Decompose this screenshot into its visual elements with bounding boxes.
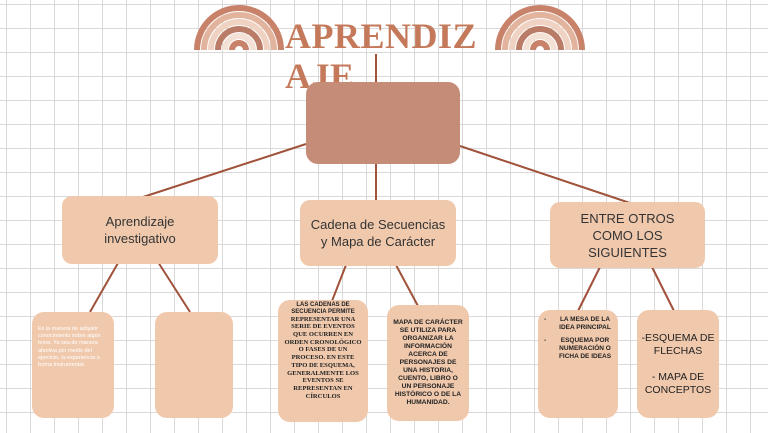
- branch-label: Aprendizaje investigativo: [104, 214, 176, 246]
- branch-label: Cadena de Secuencias y Mapa de Carácter: [310, 217, 446, 249]
- branch-aprendizaje-investigativo: Aprendizaje investigativo: [62, 196, 218, 264]
- leaf-lead-text: LAS CADENAS DE SECUENCIA PERMITE: [291, 302, 355, 315]
- connector-line: [157, 261, 191, 313]
- list-item: - ESQUEMA POR NUMERACIÓN O FICHA DE IDEA…: [542, 337, 614, 360]
- leaf-text: Es la manera de adquirir conocimiento so…: [38, 326, 101, 369]
- leaf-body-text: REPRESENTAR UNA SERIE DE EVENTOS QUE OCU…: [284, 315, 362, 400]
- list-bullet: -: [544, 316, 547, 323]
- rainbow-decoration-right: [495, 5, 585, 51]
- branch-label: ENTRE OTROS COMO LOS SIGUIENTES: [580, 210, 675, 260]
- connector-line: [89, 262, 119, 313]
- leaf-text: -ESQUEMA DE FLECHAS - MAPA DE CONCEPTOS: [641, 331, 715, 396]
- leaf-cadenas-secuencia: LAS CADENAS DE SECUENCIA PERMITE REPRESE…: [278, 300, 368, 422]
- list-item-text: LA MESA DE LA IDEA PRINCIPAL: [559, 316, 611, 331]
- connector-line: [651, 266, 675, 312]
- list-bullet: -: [544, 337, 547, 345]
- leaf-definicion: Es la manera de adquirir conocimiento so…: [32, 312, 114, 418]
- branch-entre-otros: ENTRE OTROS COMO LOS SIGUIENTES: [550, 202, 705, 268]
- connector-line: [331, 264, 347, 302]
- connector-line: [142, 143, 307, 198]
- branch-cadena-secuencias: Cadena de Secuencias y Mapa de Carácter: [300, 200, 456, 266]
- leaf-otros-esquemas: - LA MESA DE LA IDEA PRINCIPAL - ESQUEMA…: [538, 310, 618, 418]
- diagram-title: APRENDIZAJE: [285, 16, 478, 96]
- rainbow-decoration-left: [194, 5, 284, 51]
- leaf-empty: [155, 312, 233, 418]
- connector-line: [395, 264, 419, 307]
- connector-line: [577, 266, 601, 312]
- root-node: [306, 82, 460, 164]
- leaf-mapa-caracter: MAPA DE CARÁCTER SE UTILIZA PARA ORGANIZ…: [387, 305, 469, 421]
- leaf-text: MAPA DE CARÁCTER SE UTILIZA PARA ORGANIZ…: [393, 319, 463, 406]
- list-item: - LA MESA DE LA IDEA PRINCIPAL: [542, 316, 614, 331]
- list-item-text: ESQUEMA POR NUMERACIÓN O FICHA DE IDEAS: [558, 337, 612, 360]
- connector-line: [459, 145, 631, 204]
- leaf-flechas-conceptos: -ESQUEMA DE FLECHAS - MAPA DE CONCEPTOS: [637, 310, 719, 418]
